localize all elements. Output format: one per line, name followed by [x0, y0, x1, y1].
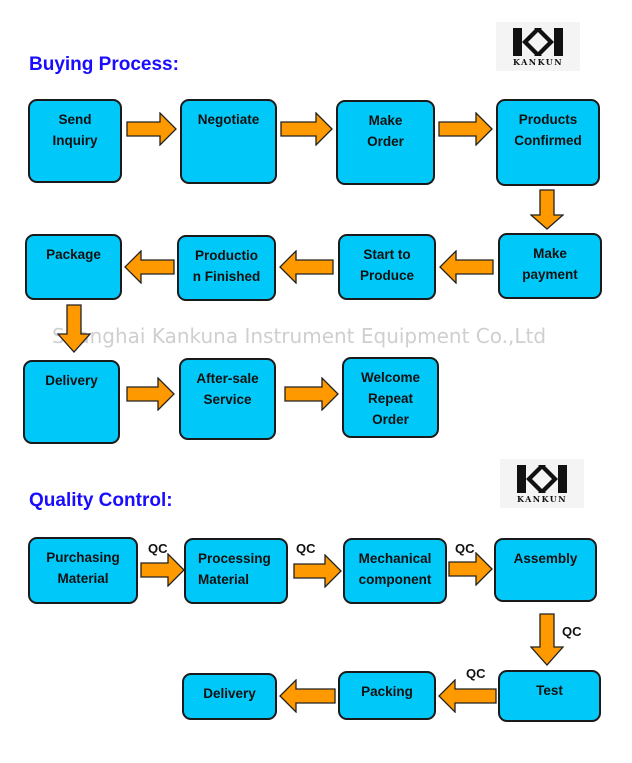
- qc-step-mechanical-component: Mechanical component: [343, 538, 447, 604]
- qc-step-processing-material: Processing Material: [184, 538, 288, 604]
- arrow-down-icon: [530, 189, 564, 230]
- qc-label: QC: [455, 541, 475, 556]
- step-start-to-produce: Start to Produce: [338, 234, 436, 300]
- qc-step-assembly: Assembly: [494, 538, 597, 602]
- quality-control-title: Quality Control:: [29, 490, 173, 511]
- qc-step-test: Test: [498, 670, 601, 722]
- arrow-right-icon: [438, 112, 493, 146]
- arrow-left-icon: [439, 250, 494, 284]
- step-make-payment: Make payment: [498, 233, 602, 299]
- qc-step-packing: Packing: [338, 671, 436, 720]
- arrow-left-icon: [279, 679, 336, 713]
- watermark: Shanghai Kankuna Instrument Equipment Co…: [52, 324, 547, 348]
- arrow-right-icon: [280, 112, 333, 146]
- kankun-logo-top: KANKUN: [496, 22, 580, 71]
- qc-label: QC: [148, 541, 168, 556]
- step-package: Package: [25, 234, 122, 300]
- step-welcome-repeat-order: Welcome Repeat Order: [342, 357, 439, 438]
- kankun-logo-bottom: KANKUN: [500, 459, 584, 508]
- arrow-left-icon: [124, 250, 175, 284]
- arrow-right-icon: [448, 552, 493, 586]
- arrow-right-icon: [126, 112, 177, 146]
- qc-step-purchasing-material: Purchasing Material: [28, 537, 138, 604]
- kankun-logo-icon: [513, 28, 563, 56]
- qc-label: QC: [466, 666, 486, 681]
- arrow-right-icon: [284, 377, 339, 411]
- step-delivery: Delivery: [23, 360, 120, 444]
- logo-text: KANKUN: [512, 57, 564, 67]
- logo-text: KANKUN: [516, 494, 568, 504]
- arrow-right-icon: [293, 554, 342, 588]
- buying-process-title: Buying Process:: [29, 54, 179, 75]
- kankun-logo-icon: [517, 465, 567, 493]
- step-negotiate: Negotiate: [180, 99, 277, 184]
- qc-label: QC: [562, 624, 582, 639]
- arrow-left-icon: [438, 679, 497, 713]
- qc-label: QC: [296, 541, 316, 556]
- arrow-left-icon: [279, 250, 334, 284]
- arrow-right-icon: [140, 553, 185, 587]
- step-send-inquiry: Send Inquiry: [28, 99, 122, 183]
- arrow-right-icon: [126, 377, 175, 411]
- arrow-down-icon: [530, 613, 564, 666]
- step-after-sale-service: After-sale Service: [179, 358, 276, 440]
- step-production-finished: Productio n Finished: [177, 235, 276, 301]
- step-products-confirmed: Products Confirmed: [496, 99, 600, 186]
- step-make-order: Make Order: [336, 100, 435, 185]
- qc-step-delivery: Delivery: [182, 673, 277, 720]
- arrow-down-icon: [57, 304, 91, 353]
